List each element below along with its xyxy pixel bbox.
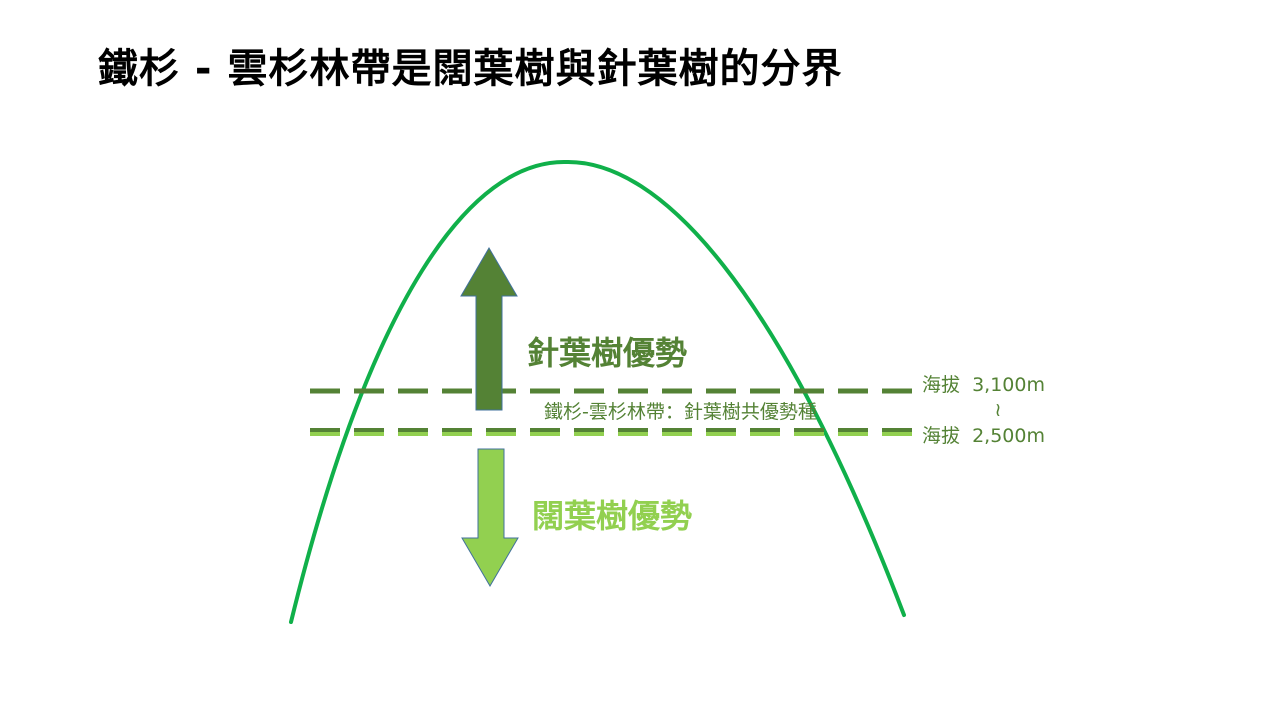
mountain-curve: [289, 159, 906, 624]
broadleaf-down-arrow: [461, 448, 519, 587]
altitude-range-symbol: ≀: [994, 399, 1001, 421]
conifer-up-arrow: [460, 247, 518, 411]
conifer-dominance-label: 針葉樹優勢: [527, 334, 687, 372]
slide-title: 鐵杉 - 雲杉林帶是闊葉樹與針葉樹的分界: [98, 46, 843, 92]
lower-altitude-label: 海拔 2,500m: [922, 425, 1045, 447]
tsuga-picea-zone-label: 鐵杉-雲杉林帶：針葉樹共優勢種: [544, 401, 817, 423]
upper-altitude-label: 海拔 3,100m: [922, 374, 1045, 396]
broadleaf-dominance-label: 闊葉樹優勢: [532, 497, 692, 535]
